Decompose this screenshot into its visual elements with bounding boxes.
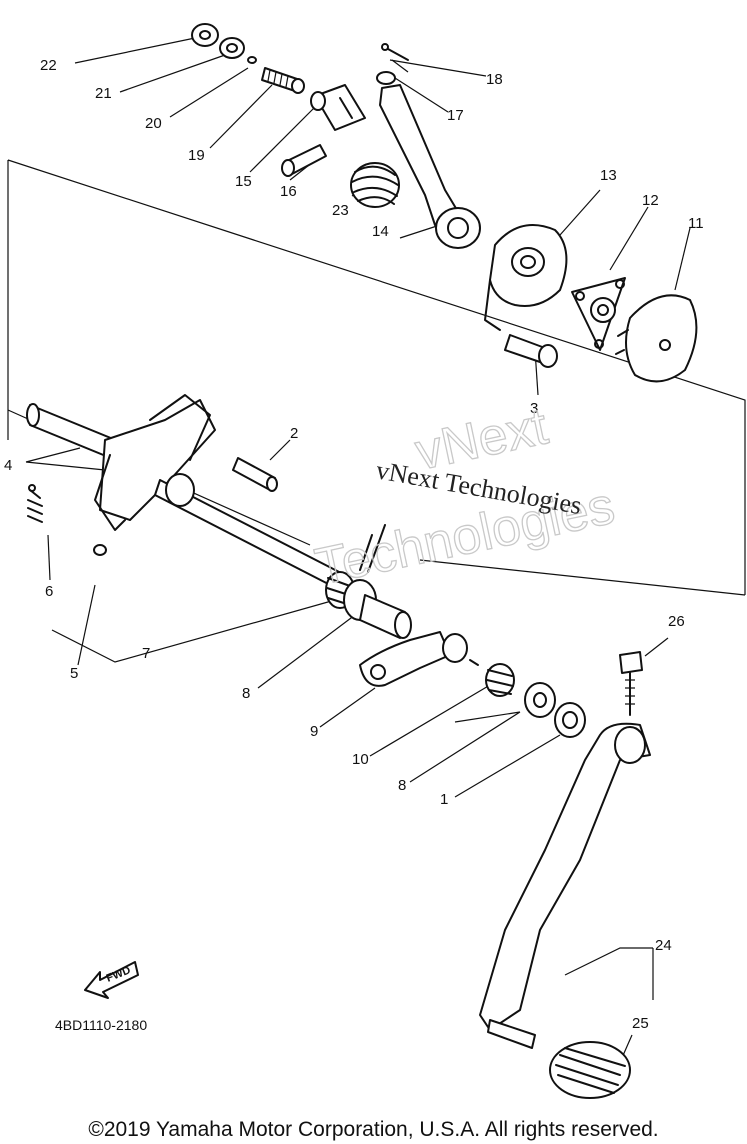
bolt-26	[619, 651, 643, 716]
arm-14	[379, 84, 481, 249]
washer-8b	[524, 682, 556, 718]
exploded-view: FWD 4BD1110-2180 22 21 20 19 15 16 23 14…	[4, 23, 746, 1099]
lever-9	[359, 631, 468, 687]
callout-25: 25	[632, 1015, 649, 1032]
callout-labels: 22 21 20 19 15 16 23 14 18 17 13 12 11 3…	[4, 57, 704, 1032]
plate-12	[571, 277, 626, 351]
callout-8a: 8	[242, 685, 250, 702]
nut-22	[191, 23, 219, 47]
callout-11: 11	[688, 215, 704, 232]
callout-16: 16	[280, 183, 297, 200]
callout-8b: 8	[398, 777, 406, 794]
callout-10: 10	[352, 751, 369, 768]
callout-24: 24	[655, 937, 672, 954]
collar-8	[343, 579, 412, 639]
callout-20: 20	[145, 115, 162, 132]
callout-4: 4	[4, 457, 12, 474]
bolt-3	[504, 334, 558, 368]
callout-9: 9	[310, 723, 318, 740]
callout-2: 2	[290, 425, 298, 442]
callout-17: 17	[447, 107, 464, 124]
callout-7: 7	[142, 645, 150, 662]
copyright-notice: ©2019 Yamaha Motor Corporation, U.S.A. A…	[88, 1118, 659, 1141]
shift-shaft-assembly	[26, 394, 346, 591]
callout-14: 14	[372, 223, 389, 240]
footrest-25	[549, 1041, 631, 1099]
pin-18	[381, 43, 409, 61]
callout-21: 21	[95, 85, 112, 102]
callout-22: 22	[40, 57, 57, 74]
bolt-19	[261, 67, 305, 94]
callout-23: 23	[332, 202, 349, 219]
spring-23	[350, 162, 400, 208]
callout-3: 3	[530, 400, 538, 417]
pin-16	[281, 144, 327, 177]
drawing-code: 4BD1110-2180	[55, 1017, 147, 1033]
callout-12: 12	[642, 192, 659, 209]
pedal-24	[479, 722, 651, 1049]
callout-15: 15	[235, 173, 252, 190]
callout-13: 13	[600, 167, 617, 184]
washer-1	[554, 702, 586, 738]
spring-6	[27, 484, 43, 523]
leader-lines	[25, 37, 691, 1086]
callout-6: 6	[45, 583, 53, 600]
pin-2	[232, 457, 278, 492]
callout-1: 1	[440, 791, 448, 808]
frame-outline	[7, 159, 746, 596]
callout-18: 18	[486, 71, 503, 88]
callout-26: 26	[668, 613, 685, 630]
cover-13	[484, 224, 568, 331]
callout-19: 19	[188, 147, 205, 164]
washer-20	[247, 56, 257, 64]
callout-5: 5	[70, 665, 78, 682]
watermark: vNext Technologies vNext Technologies	[310, 397, 620, 598]
spring-10	[469, 659, 515, 697]
joint-15	[310, 84, 366, 131]
plate-11	[615, 294, 698, 383]
fwd-arrow-icon: FWD	[84, 961, 139, 999]
clip-17	[376, 71, 396, 85]
washer-21	[219, 37, 245, 59]
